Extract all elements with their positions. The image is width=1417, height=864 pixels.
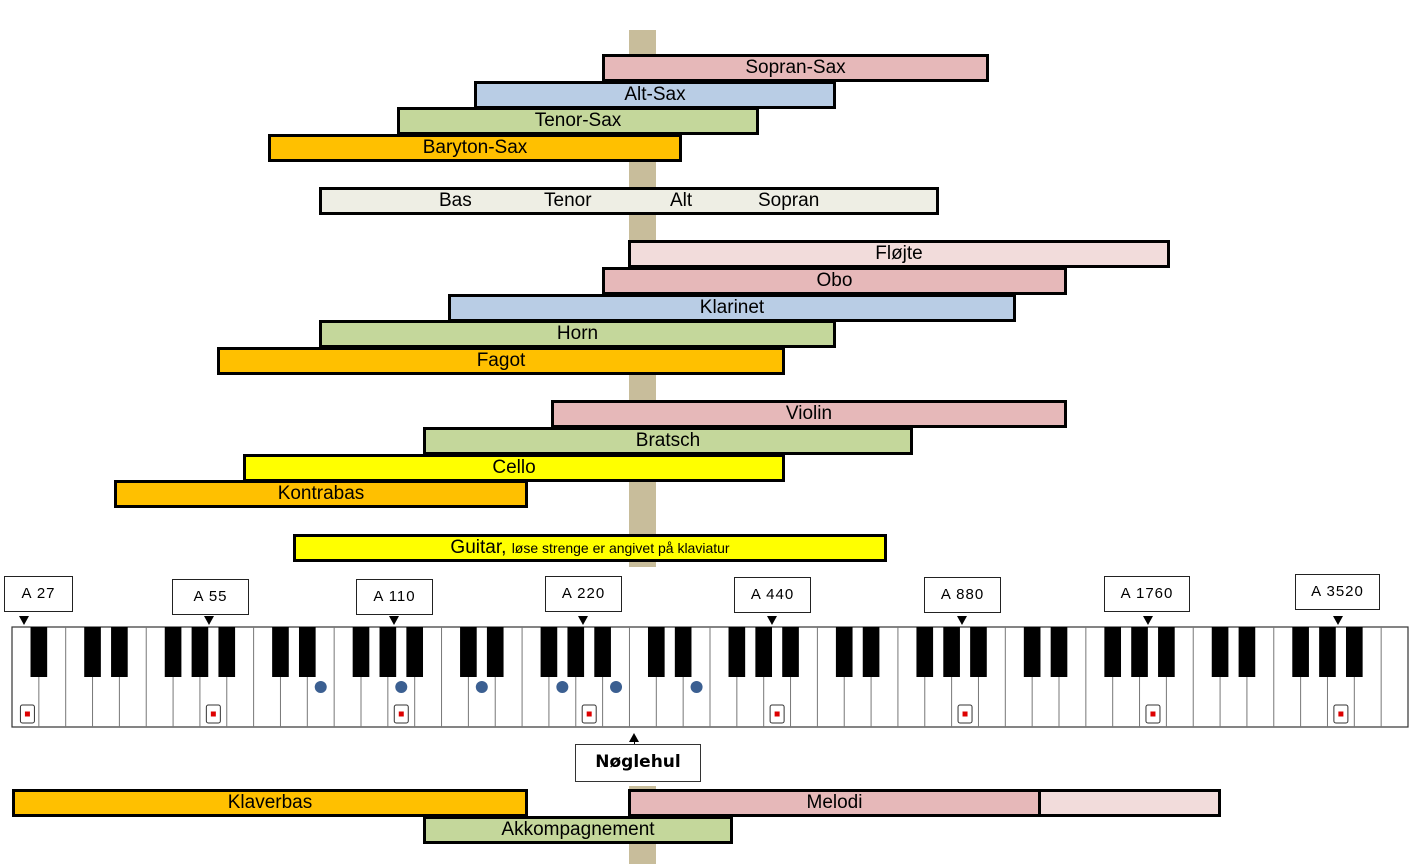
guitar-note: løse strenge er angivet på klaviatur: [511, 540, 730, 556]
range-bar-floejte: Fløjte: [628, 240, 1170, 268]
a-tag-110: A 110: [356, 579, 433, 615]
black-key: [782, 627, 799, 677]
guitar-string-dot: [395, 681, 408, 693]
black-key: [1131, 627, 1148, 677]
black-key: [862, 627, 880, 677]
range-bar-klaverbas: Klaverbas: [12, 789, 528, 817]
a-tag-110-arrow-icon: [389, 616, 399, 625]
black-key: [218, 627, 236, 677]
a-key-marker-dot: [24, 711, 30, 717]
guitar-label: Guitar,: [450, 537, 507, 558]
black-key: [1238, 627, 1256, 677]
voice-label-tenor: Tenor: [544, 190, 592, 211]
black-key: [943, 627, 960, 677]
range-bar-alt-sax: Alt-Sax: [474, 81, 836, 109]
range-bar-obo: Obo: [602, 267, 1067, 295]
black-key: [1050, 627, 1068, 677]
guitar-string-dot: [314, 681, 327, 693]
black-key: [352, 627, 370, 677]
a-tag-1760-arrow-icon: [1143, 616, 1153, 625]
a-tag-1760: A 1760: [1104, 576, 1190, 612]
black-key: [298, 627, 316, 677]
a-key-marker-dot: [586, 711, 592, 717]
black-key: [164, 627, 182, 677]
black-key: [1023, 627, 1041, 677]
black-key: [1345, 627, 1363, 677]
range-bar-baryton-sax: Baryton-Sax: [268, 134, 682, 162]
black-key: [674, 627, 692, 677]
a-tag-27: A 27: [4, 576, 73, 612]
a-key-marker-dot: [962, 711, 968, 717]
a-key-marker-dot: [1338, 711, 1344, 717]
black-key: [191, 627, 209, 677]
black-key: [594, 627, 611, 677]
range-bar-kontrabas: Kontrabas: [114, 480, 528, 508]
black-key: [1158, 627, 1175, 677]
black-key: [406, 627, 424, 677]
black-key: [970, 627, 987, 677]
a-tag-3520: A 3520: [1295, 574, 1380, 610]
voice-label-bas: Bas: [439, 190, 472, 211]
range-bar-bratsch: Bratsch: [423, 427, 913, 455]
black-key: [84, 627, 101, 677]
black-key: [916, 627, 934, 677]
a-key-marker-dot: [210, 711, 216, 717]
black-key: [30, 627, 48, 677]
a-tag-55-arrow-icon: [204, 616, 214, 625]
a-tag-440-arrow-icon: [767, 616, 777, 625]
black-key: [835, 627, 853, 677]
a-key-marker-dot: [1150, 711, 1156, 717]
a-key-marker-dot: [398, 711, 404, 717]
black-key: [1211, 627, 1229, 677]
range-bar-violin: Violin: [551, 400, 1067, 428]
a-key-marker-dot: [774, 711, 780, 717]
black-key: [647, 627, 665, 677]
guitar-string-dot: [475, 681, 488, 693]
black-key: [1292, 627, 1309, 677]
a-tag-440: A 440: [734, 577, 811, 613]
black-key: [755, 627, 773, 677]
guitar-string-dot: [610, 681, 623, 693]
a-tag-55: A 55: [172, 579, 249, 615]
black-key: [1104, 627, 1122, 677]
voice-label-alt: Alt: [670, 190, 693, 211]
black-key: [111, 627, 128, 677]
a-tag-3520-arrow-icon: [1333, 616, 1343, 625]
range-bar-melodi-extension: [1037, 789, 1221, 817]
keyhole-arrow-icon: [629, 733, 639, 742]
keyhole-label: Nøglehul: [575, 744, 701, 782]
keyhole-arrow-stem: [634, 741, 635, 746]
range-bar-horn: Horn: [319, 320, 836, 348]
black-key: [486, 627, 504, 677]
range-bar-voices: Bas Tenor Alt Sopran: [319, 187, 939, 215]
voice-label-sopran: Sopran: [758, 190, 820, 211]
black-key: [379, 627, 397, 677]
guitar-string-dot: [556, 681, 569, 693]
a-tag-880-arrow-icon: [957, 616, 967, 625]
a-tag-220-arrow-icon: [578, 616, 588, 625]
black-key: [272, 627, 289, 677]
range-bar-tenor-sax: Tenor-Sax: [397, 107, 759, 135]
black-key: [728, 627, 746, 677]
range-bar-fagot: Fagot: [217, 347, 785, 375]
a-tag-220: A 220: [545, 576, 622, 612]
black-key: [460, 627, 477, 677]
range-bar-guitar: Guitar, løse strenge er angivet på klavi…: [293, 534, 887, 562]
range-bar-akkompagnement: Akkompagnement: [423, 816, 733, 844]
range-bar-melodi: Melodi: [628, 789, 1041, 817]
black-key: [1319, 627, 1336, 677]
black-key: [540, 627, 558, 677]
a-tag-27-arrow-icon: [19, 616, 29, 625]
a-tag-880: A 880: [924, 577, 1001, 613]
guitar-string-dot: [690, 681, 703, 693]
black-key: [567, 627, 585, 677]
range-bar-sopran-sax: Sopran-Sax: [602, 54, 989, 82]
